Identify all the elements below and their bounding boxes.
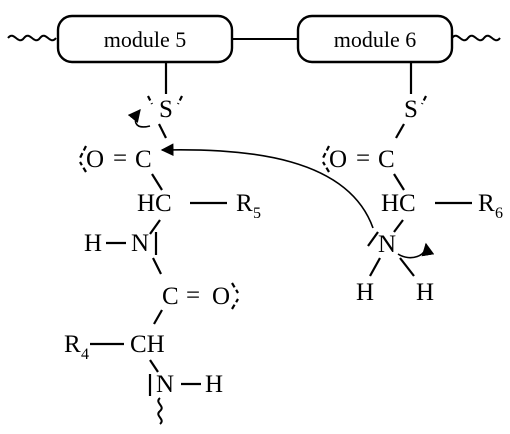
right-amine-h-left: H	[356, 279, 374, 306]
left-amide-double-bond: =	[186, 282, 200, 309]
left-c-ch-bond	[153, 309, 163, 325]
left-amide-h: H	[84, 230, 102, 257]
left-r-subscript-4: 4	[81, 346, 89, 363]
right-hc-n-bond	[393, 219, 404, 233]
left-s-c-bond	[158, 123, 167, 139]
left-thioester-s: S	[159, 96, 173, 123]
right-r-subscript-6: 6	[495, 205, 503, 222]
right-wavy-tail	[451, 34, 501, 42]
nucleophilic-attack-arrow	[160, 143, 374, 229]
left-ch-n-bond	[149, 359, 159, 373]
left-amide-o-lone-pairs	[231, 282, 239, 310]
left-r-subscript-5: 5	[253, 205, 261, 222]
left-s-c-curved-arrow	[127, 109, 151, 128]
right-s-lone-pairs	[421, 95, 427, 105]
left-amide-o: O	[212, 283, 230, 310]
module-5-label: module 5	[104, 27, 187, 52]
right-n-h-left-bond	[369, 257, 381, 277]
left-r4-r-group: R	[64, 331, 81, 358]
right-carbonyl-o: O	[329, 146, 347, 173]
right-thioester-s: S	[404, 96, 418, 123]
left-double-bond: =	[113, 145, 127, 172]
right-o-lone-pairs	[322, 145, 330, 173]
left-carbonyl-c: C	[135, 146, 152, 173]
left-amide-c: C	[162, 283, 179, 310]
right-n-lone-pair	[367, 231, 379, 247]
left-n-c-bond	[152, 257, 162, 275]
right-amine-h-right: H	[416, 279, 434, 306]
left-amide-n: N	[131, 230, 149, 257]
right-c-hc-bond	[393, 173, 405, 191]
right-r-group: R	[478, 190, 495, 217]
left-o-lone-pairs	[79, 145, 87, 173]
left-alpha-hc: HC	[137, 190, 172, 217]
left-c-hc-bond	[151, 173, 163, 191]
module-5-box	[56, 14, 234, 64]
left-terminal-n: N	[156, 371, 174, 398]
left-r-group: R	[236, 190, 253, 217]
left-wavy-tail	[7, 34, 57, 42]
left-alpha-ch: CH	[130, 331, 165, 358]
right-carbonyl-c: C	[378, 146, 395, 173]
left-terminal-h: H	[205, 371, 223, 398]
right-n-h-right-bond	[399, 257, 415, 277]
module-6-box	[296, 14, 454, 64]
right-amine-n: N	[378, 231, 396, 258]
right-n-curved-arrow	[397, 242, 435, 259]
left-hc-n-bond	[149, 219, 161, 235]
left-s-lone-pairs	[147, 95, 183, 105]
right-alpha-hc: HC	[381, 190, 416, 217]
right-s-c-bond	[395, 123, 405, 139]
module-6-label: module 6	[334, 27, 417, 52]
left-chain-continuation-squiggle	[157, 397, 163, 425]
left-carbonyl-o: O	[86, 146, 104, 173]
right-double-bond: =	[356, 145, 370, 172]
